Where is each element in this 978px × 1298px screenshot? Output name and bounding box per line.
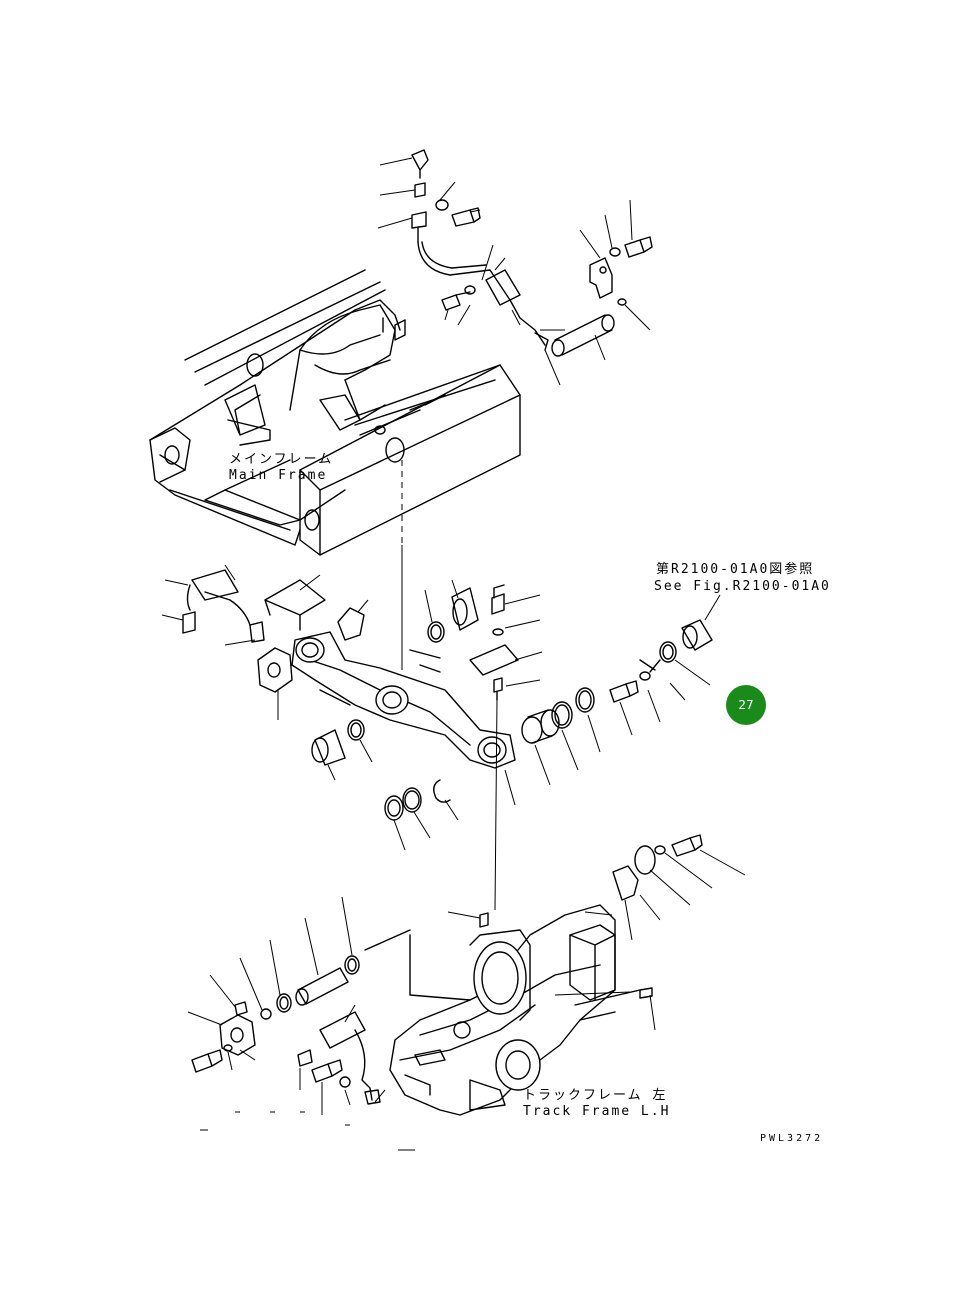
drawing-reference: PWL3272 (760, 1133, 824, 1144)
main-frame-label-jp: メインフレーム (229, 452, 334, 467)
equalizer-bar (291, 631, 516, 769)
bushings-rings (311, 594, 721, 851)
track-frame (364, 834, 746, 1116)
part-callout-27[interactable]: 27 (726, 685, 766, 725)
track-frame-label-jp: トラックフレーム 左 (523, 1088, 668, 1103)
grease-line-assembly (377, 149, 565, 386)
see-fig-label-jp: 第R2100-01A0図参照 (656, 562, 815, 577)
pin-assembly (187, 896, 415, 1151)
main-frame (149, 269, 521, 556)
cylinder-bracket-assembly (551, 199, 653, 361)
bar-hardware (409, 579, 543, 701)
left-hose-assembly (161, 564, 369, 720)
see-fig-label-en: See Fig.R2100-01A0 (654, 579, 831, 594)
main-frame-label-en: Main Frame (229, 468, 328, 483)
track-frame-label-en: Track Frame L.H (523, 1104, 671, 1119)
